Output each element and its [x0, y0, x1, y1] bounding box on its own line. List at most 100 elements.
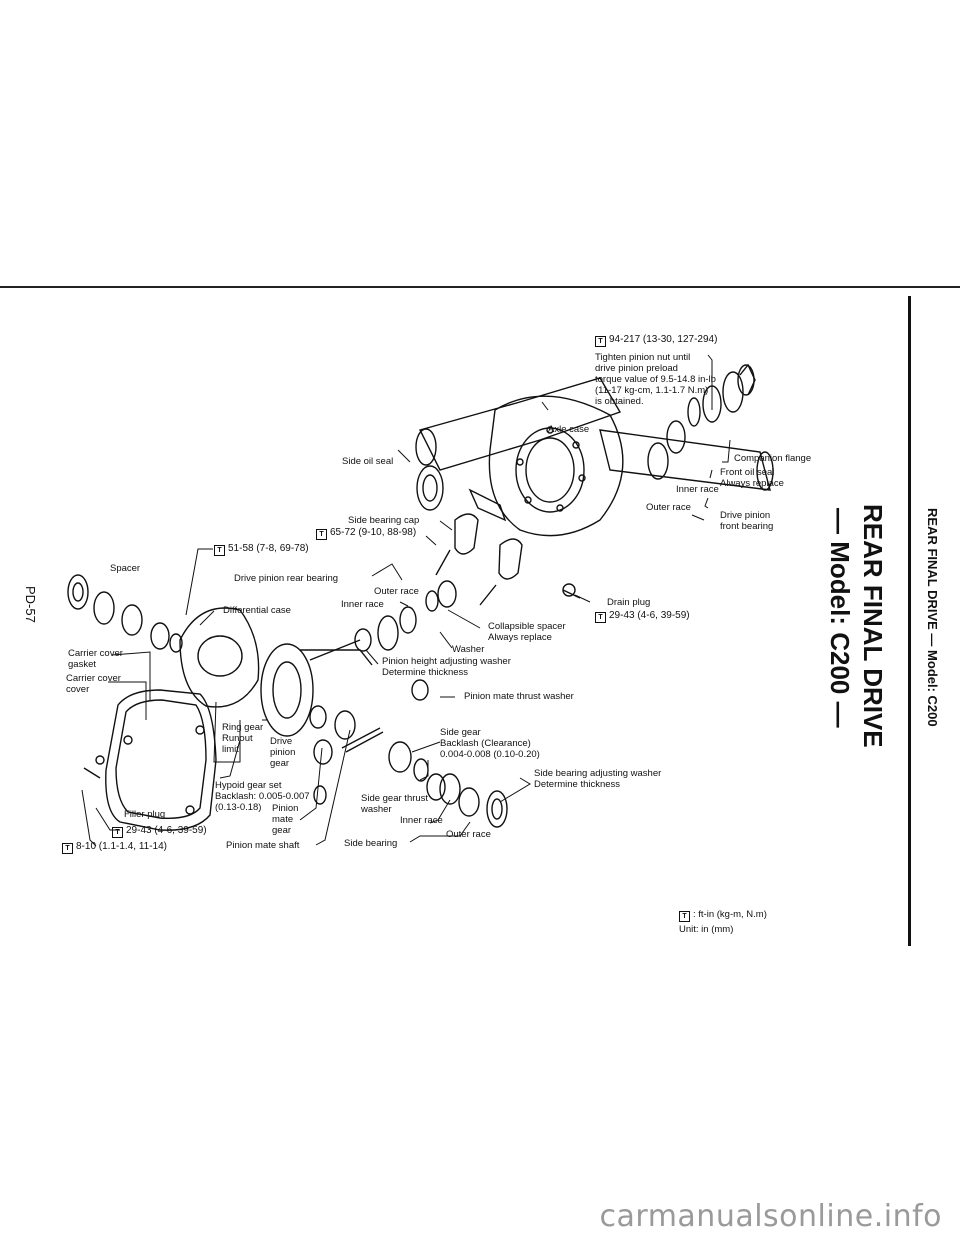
pinion-rear-parts — [354, 580, 457, 652]
torque-icon: T — [316, 529, 327, 540]
side-bearing-adjusting-washer-label: Side bearing adjusting washer Determine … — [534, 768, 661, 790]
pinion-height-washer-label: Pinion height adjusting washer Determine… — [382, 656, 511, 678]
cover-torque-value: 8-10 (1.1-1.4, 11-14) — [76, 841, 167, 852]
collapsible-spacer-label: Collapsible spacer Always replace — [488, 621, 566, 643]
carrier-cover-line: Carrier cover — [66, 673, 121, 684]
legend-torque-units-text: : ft-in (kg-m, N.m) — [693, 909, 767, 920]
side-bearing-label: Side bearing — [344, 838, 398, 849]
carrier-cover-line: cover — [66, 684, 90, 695]
side-gear-thrust-washer-line: washer — [361, 804, 392, 815]
outer-race-top-label: Outer race — [646, 502, 691, 513]
watermark: carmanualsonline.info — [599, 1199, 942, 1234]
washer-label: Washer — [452, 644, 485, 655]
side-gear-label: Side gear Backlash (Clearance) 0.004-0.0… — [440, 727, 540, 760]
carrier-cover-drawing — [83, 689, 217, 831]
collapsible-spacer-line: Collapsible spacer — [488, 621, 566, 632]
spacer-stack — [67, 574, 183, 653]
pinion-mate-parts — [309, 679, 429, 805]
side-gear-thrust-washer-line: Side gear thrust — [361, 793, 429, 804]
ring-gear-drawing — [260, 639, 373, 737]
pinion-mate-shaft-label: Pinion mate shaft — [226, 840, 300, 851]
side-gear-line: 0.004-0.008 (0.10-0.20) — [440, 749, 540, 760]
pinion-height-washer-line: Determine thickness — [382, 667, 469, 678]
torque-icon: T — [595, 336, 606, 347]
cap-torque-value: 65-72 (9-10, 88-98) — [330, 527, 417, 538]
carrier-cover-gasket-label: Carrier cover gasket — [68, 648, 123, 670]
hypoid-gear-set-line: Backlash: 0.005-0.007 — [215, 791, 310, 802]
side-gear-thrust-washer-label: Side gear thrust washer — [361, 793, 428, 815]
top-torque-value: 94-217 (13-30, 127-294) — [609, 334, 718, 345]
front-oil-seal-line: Always replace — [720, 478, 784, 489]
front-oil-seal-line: Front oil seal — [720, 467, 775, 478]
carrier-cover-gasket-line: gasket — [68, 659, 96, 670]
inner-race-low-label: Inner race — [400, 815, 443, 826]
side-gear-parts — [388, 741, 508, 828]
pinion-mate-gear-line: Pinion — [272, 803, 299, 814]
drive-pinion-gear-line: gear — [270, 758, 290, 769]
differential-case-drawing — [179, 607, 260, 708]
carrier-cover-label: Carrier cover cover — [66, 673, 121, 695]
ring-gear-runout-line: limit — [222, 744, 239, 755]
tighten-note-line: is obtained. — [595, 396, 644, 407]
torque-icon: T — [112, 827, 123, 838]
drain-torque-value: 29-43 (4-6, 39-59) — [609, 610, 690, 621]
drain-plug-label: Drain plug — [607, 597, 651, 608]
torque-icon: T — [214, 545, 225, 556]
pinion-mate-gear-label: Pinion mate gear — [272, 803, 298, 836]
legend-torque-units: T: ft-in (kg-m, N.m) — [679, 909, 767, 922]
side-gear-line: Backlash (Clearance) — [440, 738, 531, 749]
spacer-label: Spacer — [110, 563, 141, 574]
side-bearing-adjusting-washer-line: Side bearing adjusting washer — [534, 768, 662, 779]
front-oil-seal-label: Front oil seal Always replace — [720, 467, 784, 489]
companion-flange-label: Companion flange — [734, 453, 812, 464]
drive-pinion-gear-line: pinion — [270, 747, 296, 758]
side-bearing-cap-label: Side bearing cap — [348, 515, 420, 526]
side-gear-line: Side gear — [440, 727, 481, 738]
tighten-note-line: Tighten pinion nut until — [595, 352, 691, 363]
tighten-note-line: (11-17 kg-cm, 1.1-1.7 N.m) — [595, 385, 709, 396]
filler-torque-value: 29-43 (4-6, 39-59) — [126, 825, 207, 836]
tighten-note-line: torque value of 9.5-14.8 in-lb — [595, 374, 716, 385]
right-margin-rule — [908, 296, 911, 946]
torque-icon: T — [679, 911, 690, 922]
side-seal-cap — [416, 465, 523, 606]
carrier-cover-gasket-line: Carrier cover — [68, 648, 123, 659]
drain-plug-drawing — [562, 583, 581, 599]
filler-plug-label: Filler plug — [124, 809, 166, 820]
pinion-mate-gear-line: mate — [272, 814, 294, 825]
drive-pinion-rear-bearing-label: Drive pinion rear bearing — [234, 573, 339, 584]
case-torque-value: 51-58 (7-8, 69-78) — [228, 543, 309, 554]
top-rule — [0, 286, 960, 288]
torque-icon: T — [62, 843, 73, 854]
outer-race-mid-label: Outer race — [374, 586, 419, 597]
leader-lines — [81, 354, 731, 847]
ring-gear-runout-line: Runout — [222, 733, 253, 744]
legend-unit: Unit: in (mm) — [679, 924, 734, 935]
outer-race-low-label: Outer race — [446, 829, 491, 840]
drive-pinion-gear-line: Drive — [270, 736, 293, 747]
collapsible-spacer-line: Always replace — [488, 632, 552, 643]
axle-case-label: Axle case — [548, 424, 590, 435]
drive-pinion-front-bearing-line: Drive pinion — [720, 510, 771, 521]
differential-case-label: Differential case — [223, 605, 291, 616]
inner-race-mid-label: Inner race — [341, 599, 384, 610]
drive-pinion-front-bearing-line: front bearing — [720, 521, 774, 532]
drive-pinion-gear-label: Drive pinion gear — [270, 736, 295, 769]
ring-gear-runout-label: Ring gear Runout limit — [222, 722, 263, 755]
tighten-note-line: drive pinion preload — [595, 363, 678, 374]
drive-pinion-front-bearing-label: Drive pinion front bearing — [720, 510, 773, 532]
inner-race-top-label: Inner race — [676, 484, 719, 495]
tighten-note: Tighten pinion nut until drive pinion pr… — [595, 352, 716, 407]
side-bearing-adjusting-washer-line: Determine thickness — [534, 779, 621, 790]
pinion-height-washer-line: Pinion height adjusting washer — [382, 656, 511, 667]
hypoid-gear-set-line: (0.13-0.18) — [215, 802, 262, 813]
hypoid-gear-set-line: Hypoid gear set — [215, 780, 282, 791]
pinion-mate-gear-line: gear — [272, 825, 292, 836]
